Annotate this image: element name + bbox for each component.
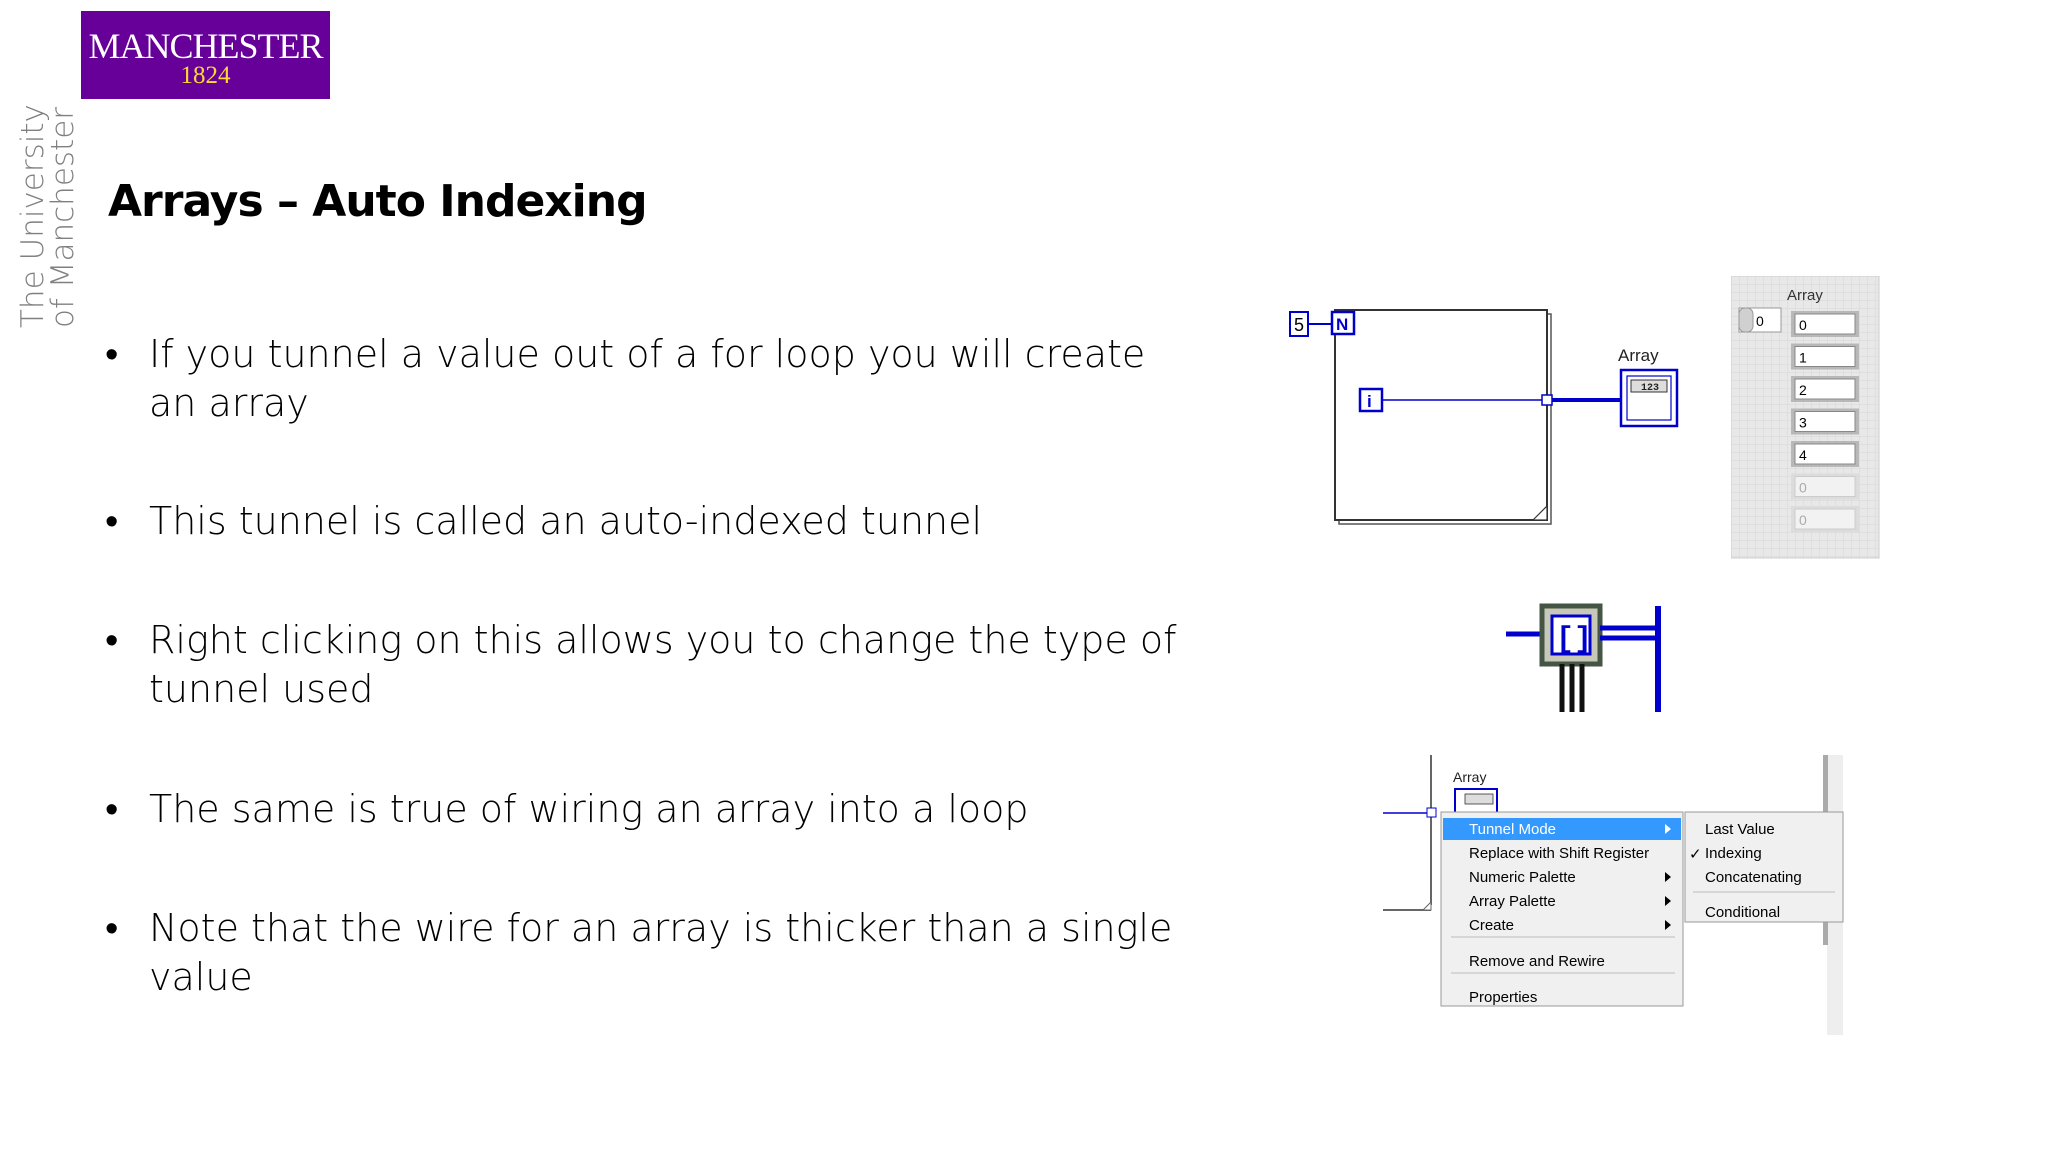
bullet-item: Note that the wire for an array is thick… [105,904,1185,1002]
menu-item-label: Tunnel Mode [1469,821,1556,838]
bullet-item: The same is true of wiring an array into… [105,785,1185,834]
submenu-item-label: Indexing [1705,845,1762,862]
tunnel-mode-icon: [] [1506,603,1661,712]
array-element[interactable] [1794,476,1856,497]
for-loop-frame [1334,309,1548,521]
submenu-arrow-icon [1665,920,1671,930]
iteration-terminal-label: i [1367,392,1372,411]
array-element[interactable] [1794,346,1856,367]
submenu-item[interactable]: Concatenating [1705,869,1802,886]
array-element[interactable] [1794,411,1856,432]
tunnel-terminal[interactable] [1426,807,1437,818]
tunnel-mode-submenu [1684,811,1844,923]
submenu-arrow-icon [1665,896,1671,906]
count-constant-value: 5 [1294,315,1304,335]
brand-line-2: of Manchester [45,106,81,328]
array-indicator-label: Array [1618,346,1659,365]
submenu-arrow-icon [1665,824,1671,834]
context-menu-item[interactable]: Properties [1469,989,1537,1006]
menu-item-highlight [1443,818,1681,840]
brand-line-1: The University [15,104,51,328]
tunnel-bracket-glyph: [] [1556,623,1592,657]
logo-year: 1824 [180,62,231,89]
menu-item-label: Array Palette [1469,893,1556,910]
menu-item-label: Remove and Rewire [1469,953,1605,970]
menu-item-label: Replace with Shift Register [1469,845,1649,862]
submenu-item[interactable]: Last Value [1705,821,1775,838]
front-panel-array: Array 0 0 1 2 3 4 0 0 [1731,276,1880,559]
context-menu-item[interactable]: Remove and Rewire [1469,953,1605,970]
submenu-item-label: Conditional [1705,904,1780,921]
logo-name: MANCHESTER [88,26,323,66]
menu-item-label: Numeric Palette [1469,869,1576,886]
context-menu-item[interactable]: Array Palette [1469,893,1671,910]
submenu-arrow-icon [1665,872,1671,882]
front-panel-array-label: Array [1787,287,1823,304]
menu-array-label: Array [1453,769,1486,785]
array-indicator-type: 123 [1641,383,1659,394]
context-menu-item[interactable]: Tunnel Mode [1443,818,1681,840]
array-element-value: 2 [1799,382,1807,398]
submenu-item[interactable]: ✓Indexing [1689,845,1762,863]
university-logo: MANCHESTER 1824 [81,11,330,99]
tunnel-inner [1550,614,1592,656]
array-indicator-inner [1626,375,1672,421]
context-menu-item[interactable]: Create [1469,917,1671,934]
bullet-list: If you tunnel a value out of a for loop … [105,330,1185,1002]
array-element-value: 0 [1799,480,1807,496]
array-element-value: 4 [1799,447,1807,463]
array-element[interactable] [1794,508,1856,530]
array-element-value: 3 [1799,415,1807,431]
array-element-value: 0 [1799,512,1807,528]
slide-title: Arrays – Auto Indexing [108,176,648,227]
checkmark-icon: ✓ [1689,845,1702,863]
context-menu-item[interactable]: Numeric Palette [1469,869,1671,886]
loop-corner [1531,504,1548,521]
bullet-item: Right clicking on this allows you to cha… [105,616,1185,714]
array-indicator[interactable] [1619,368,1679,428]
bullet-item: If you tunnel a value out of a for loop … [105,330,1185,428]
count-terminal[interactable] [1330,310,1356,336]
loop-corner [1421,900,1432,911]
array-element[interactable] [1794,313,1856,335]
array-element[interactable] [1794,378,1856,400]
context-menu-item[interactable]: Replace with Shift Register [1469,845,1649,862]
submenu-item-label: Last Value [1705,821,1775,838]
for-loop-diagram: 5 N i Array 123 [1289,309,1679,525]
menu-item-label: Properties [1469,989,1537,1006]
array-index-spinner[interactable] [1738,307,1754,333]
array-indicator-type-box [1630,379,1668,393]
auto-indexed-tunnel[interactable] [1541,394,1553,406]
submenu-item-label: Concatenating [1705,869,1802,886]
array-element[interactable] [1794,443,1856,465]
bullet-item: This tunnel is called an auto-indexed tu… [105,497,1185,546]
array-element-value: 1 [1799,350,1807,366]
count-terminal-label: N [1336,315,1348,334]
context-menu [1440,811,1684,1007]
menu-item-label: Create [1469,917,1514,934]
submenu-item[interactable]: Conditional [1705,904,1780,921]
array-index-value: 0 [1756,313,1764,329]
menu-array-type-box [1464,793,1494,805]
tunnel-mode-submenu-items: Last Value✓IndexingConcatenatingConditio… [1689,821,1835,921]
array-element-value: 0 [1799,317,1807,333]
vertical-brand-text: The University of Manchester [15,104,81,328]
array-elements: 0 1 2 3 4 0 0 [1791,311,1859,532]
